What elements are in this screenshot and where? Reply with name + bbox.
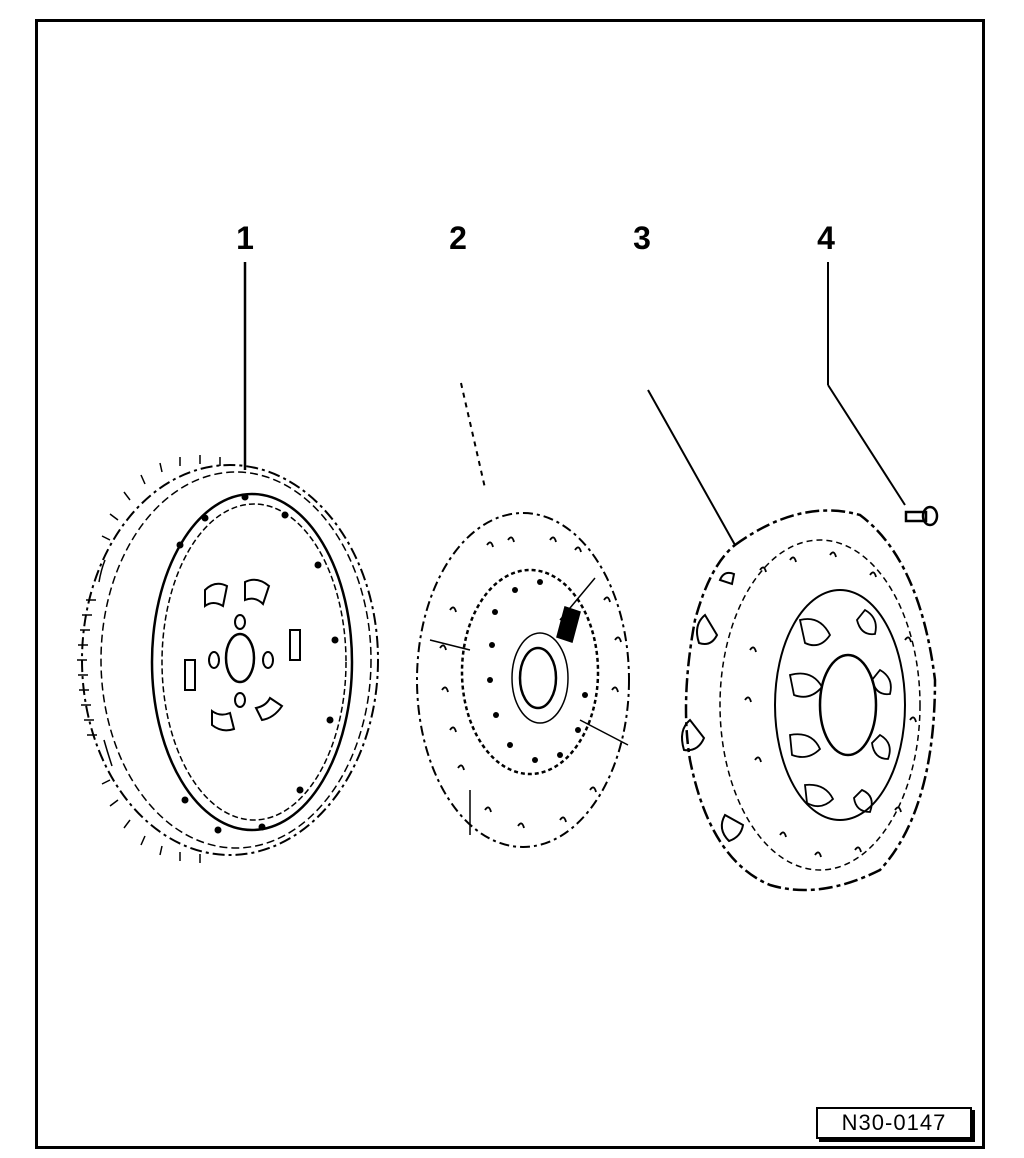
- leader-line-3: [647, 389, 736, 546]
- leader-line-4-angled: [827, 384, 906, 506]
- figure-code: N30-0147: [816, 1107, 972, 1139]
- pressure-plate: [681, 509, 937, 892]
- callout-bolt: 4: [817, 220, 835, 256]
- clutch-disc: [416, 512, 630, 848]
- callout-flywheel: 1: [236, 220, 254, 256]
- leader-line-2: [460, 382, 486, 489]
- clutch-disc-hub-holes: [487, 579, 588, 763]
- leader-lines: [243, 262, 906, 546]
- callout-clutch-disc: 2: [449, 220, 467, 256]
- pressure-plate-rivets: [744, 551, 917, 858]
- callout-pressure-plate: 3: [633, 220, 651, 256]
- flywheel-ring-gear: [77, 455, 221, 863]
- flywheel-bolt-holes: [176, 493, 339, 834]
- clutch-disc-rivets: [439, 536, 622, 829]
- mounting-bolt: [904, 505, 939, 527]
- flywheel: [77, 455, 379, 863]
- diagram-frame: [35, 19, 985, 1149]
- diaphragm-spring-fingers: [788, 608, 892, 813]
